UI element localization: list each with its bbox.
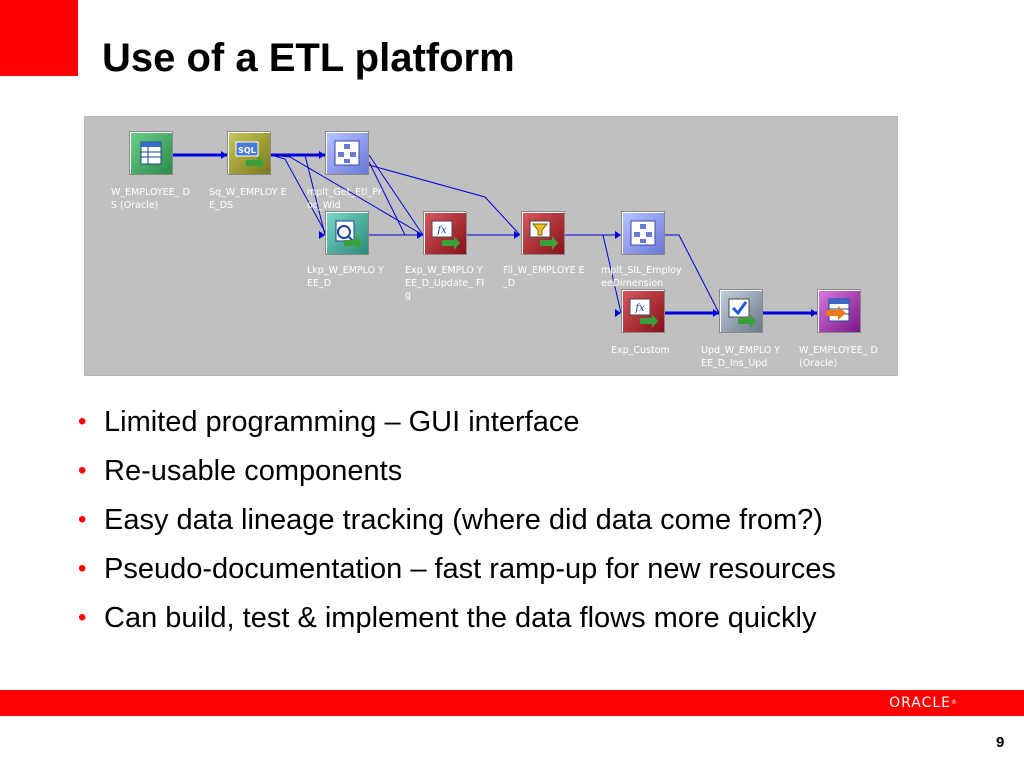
node-label: Exp_Custom (611, 345, 670, 356)
bullet-item: • Re-usable components (74, 451, 836, 500)
source-table-icon (140, 141, 162, 165)
bullet-text: Easy data lineage tracking (where did da… (104, 504, 823, 536)
svg-text:SQL: SQL (238, 146, 256, 155)
red-accent-block (0, 0, 78, 76)
node-label: Exp_W_EMPLO YEE_D_Update_ Flg (405, 265, 485, 301)
expression-icon: fx (431, 220, 460, 250)
svg-text:fx: fx (634, 303, 645, 314)
node-label: mplt_Get_Etl_Pr oc_Wid (307, 187, 382, 211)
bullet-marker: • (78, 457, 87, 484)
update-strategy-icon (728, 298, 756, 328)
footer-bar: ORACLE® (0, 690, 1024, 716)
svg-text:fx: fx (436, 225, 447, 236)
bullet-item: • Limited programming – GUI interface (74, 402, 836, 451)
slide-title: Use of a ETL platform (102, 36, 515, 80)
bullet-text: Pseudo-documentation – fast ramp-up for … (104, 553, 836, 585)
mapplet-node[interactable] (621, 211, 665, 255)
bullet-text: Can build, test & implement the data flo… (104, 602, 817, 634)
bullet-marker: • (78, 604, 87, 631)
node-label: mplt_SIL_Employ eeDimension (601, 265, 682, 289)
node-label: Sq_W_EMPLOY EE_DS (209, 187, 287, 211)
source-node[interactable] (129, 131, 173, 175)
bullet-marker: • (78, 506, 87, 533)
bullet-item: • Easy data lineage tracking (where did d… (74, 500, 836, 549)
bullet-list: • Limited programming – GUI interface • Re… (74, 402, 836, 647)
bullet-text: Re-usable components (104, 455, 403, 487)
bullet-item: • Can build, test & implement the data fl… (74, 598, 836, 647)
node-label: Fil_W_EMPLOYE E_D (503, 265, 585, 289)
mapplet-icon (630, 220, 656, 246)
lookup-icon (335, 220, 362, 250)
etl-mapping-canvas: W_EMPLOYEE_ DS (Oracle) SQL Sq_W_EMPLOY … (84, 116, 898, 376)
expression-node[interactable]: fx (423, 211, 467, 255)
filter-icon (529, 220, 558, 250)
expression-icon: fx (629, 298, 658, 328)
expression-node[interactable]: fx (621, 289, 665, 333)
bullet-item: • Pseudo-documentation – fast ramp-up for… (74, 549, 836, 598)
target-node[interactable] (817, 289, 861, 333)
target-table-icon (826, 298, 850, 322)
mapplet-node[interactable] (325, 131, 369, 175)
oracle-logo: ORACLE® (889, 695, 958, 711)
node-label: Lkp_W_EMPLO YEE_D (307, 265, 384, 289)
source-qualifier-node[interactable]: SQL (227, 131, 271, 175)
page-number: 9 (996, 734, 1005, 751)
bullet-text: Limited programming – GUI interface (104, 406, 580, 438)
lookup-node[interactable] (325, 211, 369, 255)
mapping-links (173, 151, 817, 317)
bullet-marker: • (78, 555, 87, 582)
bullet-marker: • (78, 408, 87, 435)
mapplet-icon (334, 140, 360, 166)
sql-icon: SQL (235, 141, 264, 170)
oracle-logo-text: ORACLE (889, 695, 951, 711)
node-label: W_EMPLOYEE_ D (Oracle) (799, 345, 878, 369)
update-strategy-node[interactable] (719, 289, 763, 333)
node-label: W_EMPLOYEE_ DS (Oracle) (111, 187, 190, 211)
node-label: Upd_W_EMPLO YEE_D_Ins_Upd (701, 345, 781, 369)
filter-node[interactable] (521, 211, 565, 255)
